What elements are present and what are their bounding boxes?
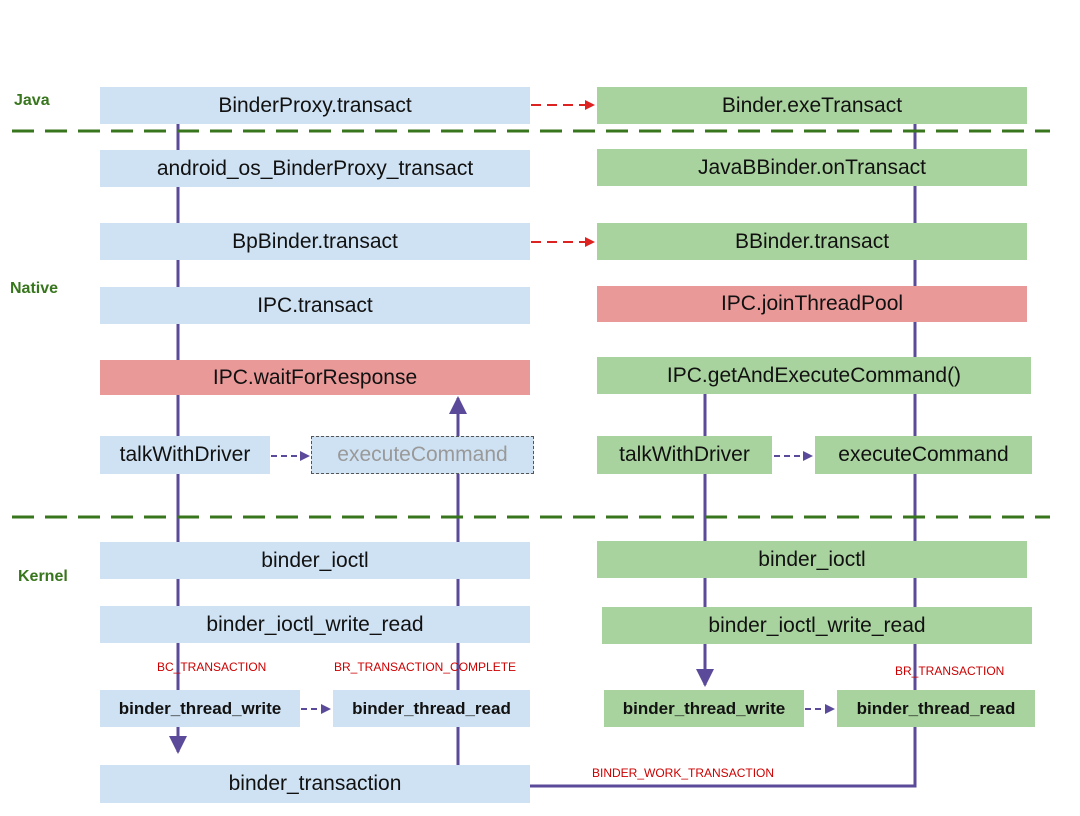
msg-binder-work-transaction: BINDER_WORK_TRANSACTION [592,766,775,780]
msg-bc-transaction: BC_TRANSACTION [157,660,267,674]
client-ipc-wait-for-response-box: IPC.waitForResponse [100,360,530,395]
server-binder-ioctl-write-read-box: binder_ioctl_write_read [602,607,1032,644]
server-javabbinder-on-transact-box: JavaBBinder.onTransact [597,149,1027,186]
server-binder-ioctl-box: binder_ioctl [597,541,1027,578]
server-binder-thread-write-box: binder_thread_write [604,690,804,727]
client-binder-thread-write-box: binder_thread_write [100,690,300,727]
server-ipc-join-thread-pool-box: IPC.joinThreadPool [597,286,1027,322]
server-execute-command-box: executeCommand [815,436,1032,474]
client-android-os-binderproxy-transact-box: android_os_BinderProxy_transact [100,150,530,187]
client-binder-ioctl-write-read-box: binder_ioctl_write_read [100,606,530,643]
client-binder-ioctl-box: binder_ioctl [100,542,530,579]
client-ipc-transact-box: IPC.transact [100,287,530,324]
client-bpbinder-transact-box: BpBinder.transact [100,223,530,260]
msg-br-transaction-complete: BR_TRANSACTION_COMPLETE [334,660,517,674]
layer-label-java: Java [14,92,50,109]
layer-label-native: Native [10,280,59,297]
server-binder-thread-read-box: binder_thread_read [837,690,1035,727]
layer-label-kernel: Kernel [18,568,68,585]
client-binderproxy-transact-box: BinderProxy.transact [100,87,530,124]
server-bbinder-transact-box: BBinder.transact [597,223,1027,260]
server-binder-exe-transact-box: Binder.exeTransact [597,87,1027,124]
client-binder-transaction-box: binder_transaction [100,765,530,803]
binder-work-transaction-line [530,124,917,788]
client-execute-command-box: executeCommand [311,436,534,474]
client-talk-with-driver-box: talkWithDriver [100,436,270,474]
msg-br-transaction: BR_TRANSACTION [895,664,1005,678]
server-ipc-get-and-execute-command-box: IPC.getAndExecuteCommand() [597,357,1031,394]
client-binder-thread-read-box: binder_thread_read [333,690,530,727]
server-talk-with-driver-box: talkWithDriver [597,436,772,474]
